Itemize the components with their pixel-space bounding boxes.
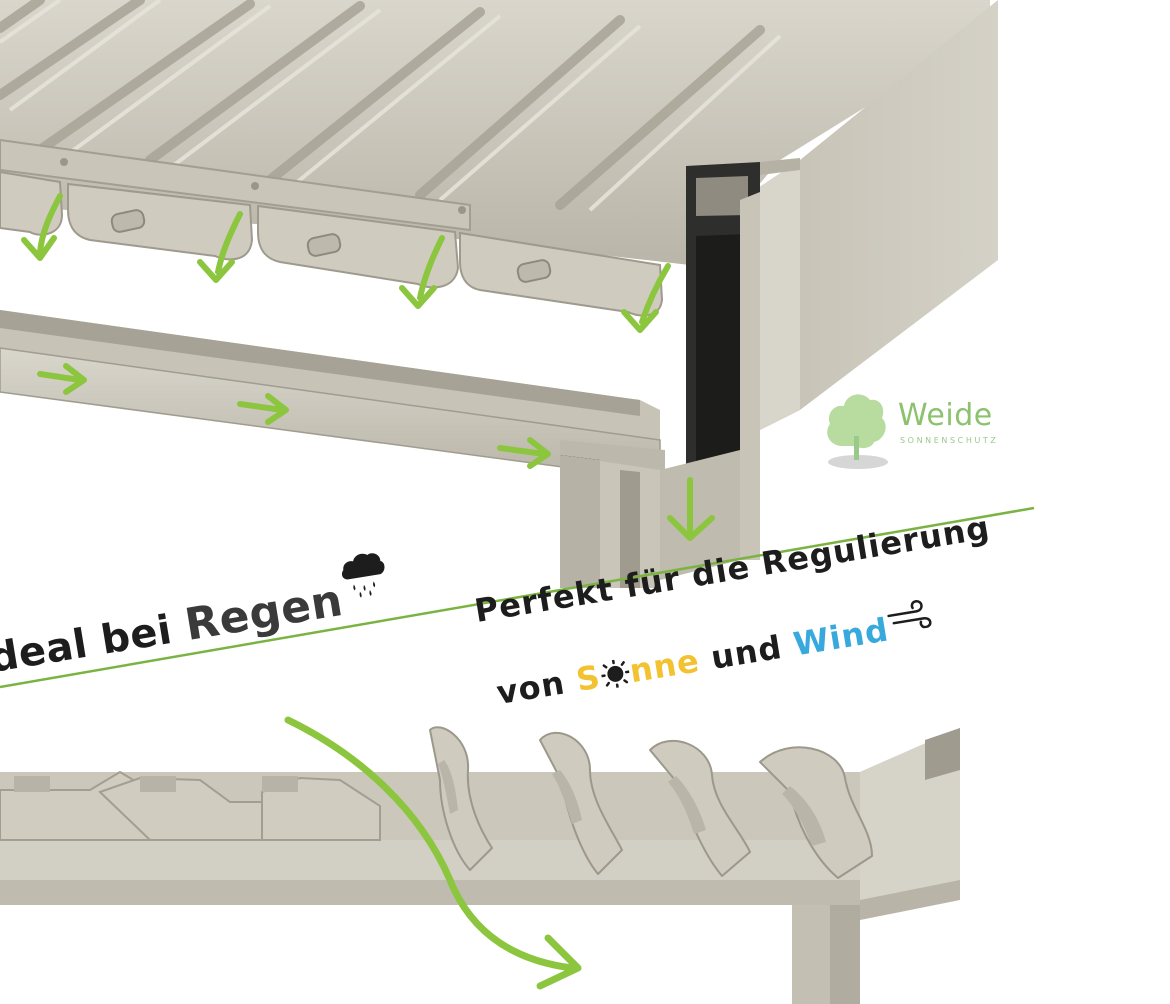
rain-caption: deal bei Regen [0, 547, 396, 683]
logo-tagline: SONNENSCHUTZ [900, 436, 999, 445]
water-flow-arrows [21, 193, 715, 541]
closed-lamella-roof [0, 0, 990, 317]
wind-icon [884, 597, 934, 634]
open-lamella-frame [0, 726, 960, 1004]
divider-line [0, 506, 1035, 689]
main-beam [686, 0, 998, 560]
corner-post [560, 450, 740, 588]
tree-logo-icon [827, 394, 888, 469]
logo-name: Weide [898, 398, 993, 433]
gutter-rail [0, 310, 665, 485]
sun-icon [599, 656, 631, 689]
airflow-arrow [284, 716, 582, 990]
rain-cloud-icon [335, 547, 392, 600]
